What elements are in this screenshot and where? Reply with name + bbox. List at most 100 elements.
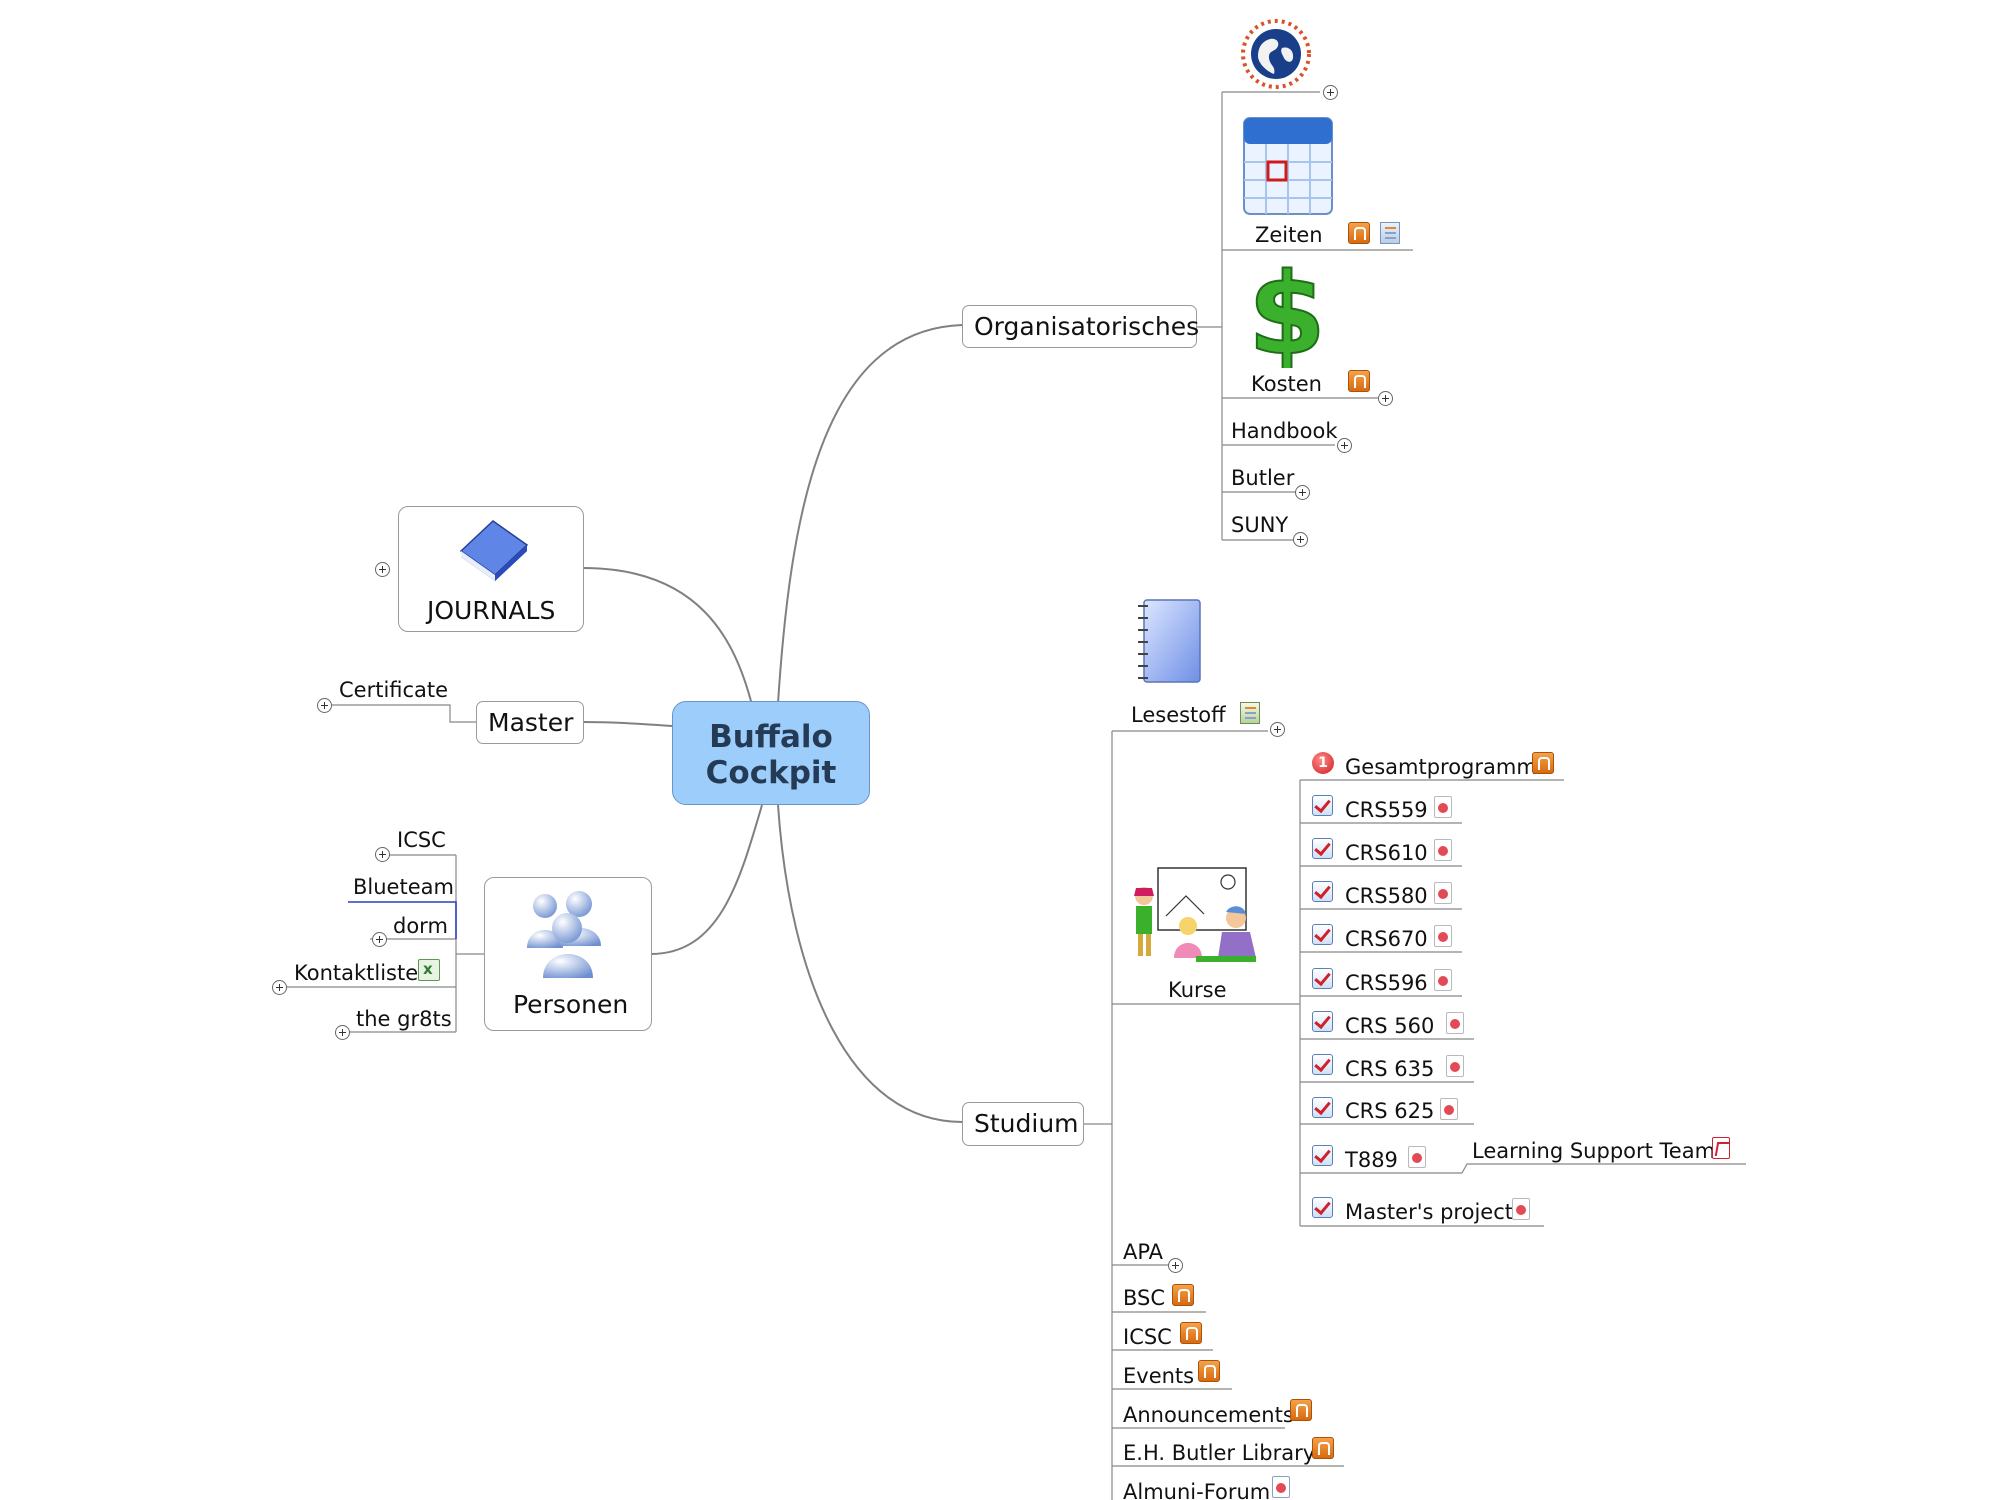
gesamtprogramm-label[interactable]: Gesamtprogramm xyxy=(1345,755,1537,779)
document-icon[interactable] xyxy=(1408,1146,1426,1168)
personen-label: Personen xyxy=(513,990,629,1019)
expand-icsc-toggle[interactable] xyxy=(375,847,390,862)
kurse-label[interactable]: Kurse xyxy=(1168,978,1227,1002)
crs559-label[interactable]: CRS559 xyxy=(1345,798,1428,822)
svg-text:$: $ xyxy=(1248,258,1326,368)
link-master xyxy=(582,721,673,727)
task-done-icon[interactable] xyxy=(1312,1145,1333,1166)
attachment-icon[interactable] xyxy=(1348,370,1370,392)
task-done-icon[interactable] xyxy=(1312,795,1333,816)
crs635-label[interactable]: CRS 635 xyxy=(1345,1057,1435,1081)
butler-label[interactable]: Butler xyxy=(1231,466,1295,490)
attachment-icon[interactable] xyxy=(1348,222,1370,244)
document-icon[interactable] xyxy=(1446,1012,1464,1034)
expand-handbook-toggle[interactable] xyxy=(1337,438,1352,453)
document-icon[interactable] xyxy=(1434,969,1452,991)
people-icon xyxy=(527,891,601,978)
master-label: Master xyxy=(488,708,574,737)
document-icon[interactable] xyxy=(1272,1476,1290,1498)
kids-drawing-icon xyxy=(1134,867,1256,962)
apa-label[interactable]: APA xyxy=(1123,1240,1164,1264)
calendar-icon xyxy=(1243,117,1333,215)
expand-apa-toggle[interactable] xyxy=(1168,1258,1183,1273)
document-icon[interactable] xyxy=(1434,796,1452,818)
task-done-icon[interactable] xyxy=(1312,1011,1333,1032)
expand-web-toggle[interactable] xyxy=(1323,85,1338,100)
node-organisatorisches[interactable]: Organisatorisches xyxy=(962,305,1200,348)
icsc-person-label[interactable]: ICSC xyxy=(397,828,446,852)
task-done-icon[interactable] xyxy=(1312,968,1333,989)
studium-label: Studium xyxy=(974,1109,1079,1138)
task-done-icon[interactable] xyxy=(1312,1197,1333,1218)
dorm-label[interactable]: dorm xyxy=(393,914,448,938)
document-icon[interactable] xyxy=(1446,1055,1464,1077)
document-icon[interactable] xyxy=(1434,839,1452,861)
crs596-label[interactable]: CRS596 xyxy=(1345,971,1428,995)
document-icon[interactable] xyxy=(1434,882,1452,904)
link-journals xyxy=(582,567,753,706)
task-done-icon[interactable] xyxy=(1312,881,1333,902)
organisatorisches-label: Organisatorisches xyxy=(974,312,1200,341)
note-icon[interactable] xyxy=(1240,702,1260,724)
attachment-icon[interactable] xyxy=(1290,1399,1312,1421)
blueteam-label[interactable]: Blueteam xyxy=(353,875,454,899)
announcements-label[interactable]: Announcements xyxy=(1123,1403,1294,1427)
events-label[interactable]: Events xyxy=(1123,1364,1195,1388)
t889-label[interactable]: T889 xyxy=(1345,1148,1398,1172)
task-done-icon[interactable] xyxy=(1312,1097,1333,1118)
expand-kontaktliste-toggle[interactable] xyxy=(272,980,287,995)
attachment-icon[interactable] xyxy=(1198,1360,1220,1382)
crs625-label[interactable]: CRS 625 xyxy=(1345,1099,1435,1123)
expand-butler-toggle[interactable] xyxy=(1295,485,1310,500)
crs670-label[interactable]: CRS670 xyxy=(1345,927,1428,951)
kontaktliste-label[interactable]: Kontaktliste xyxy=(294,961,419,985)
book-icon xyxy=(459,520,529,581)
expand-dorm-toggle[interactable] xyxy=(372,932,387,947)
task-done-icon[interactable] xyxy=(1312,1054,1333,1075)
expand-certificate-toggle[interactable] xyxy=(317,698,332,713)
task-done-icon[interactable] xyxy=(1312,838,1333,859)
expand-suny-toggle[interactable] xyxy=(1293,532,1308,547)
node-personen[interactable]: Personen xyxy=(484,877,652,1031)
pdf-icon[interactable] xyxy=(1712,1137,1730,1159)
icsc-study-label[interactable]: ICSC xyxy=(1123,1325,1172,1349)
crs610-label[interactable]: CRS610 xyxy=(1345,841,1428,865)
expand-gr8ts-toggle[interactable] xyxy=(335,1025,350,1040)
node-journals[interactable]: JOURNALS xyxy=(398,506,584,632)
gr8ts-label[interactable]: the gr8ts xyxy=(356,1007,452,1031)
expand-kosten-toggle[interactable] xyxy=(1378,391,1393,406)
node-master[interactable]: Master xyxy=(476,701,584,744)
task-done-icon[interactable] xyxy=(1312,924,1333,945)
node-studium[interactable]: Studium xyxy=(962,1102,1084,1146)
attachment-icon[interactable] xyxy=(1312,1437,1334,1459)
attachment-icon[interactable] xyxy=(1180,1322,1202,1344)
document-icon[interactable] xyxy=(1434,925,1452,947)
learning-support-team-label[interactable]: Learning Support Team xyxy=(1472,1139,1716,1163)
expand-lesestoff-toggle[interactable] xyxy=(1270,722,1285,737)
lesestoff-label[interactable]: Lesestoff xyxy=(1131,703,1226,727)
spreadsheet-icon[interactable] xyxy=(418,959,440,981)
attachment-icon[interactable] xyxy=(1172,1284,1194,1306)
www-globe-icon[interactable] xyxy=(1238,14,1318,90)
alumni-forum-label[interactable]: Almuni-Forum xyxy=(1123,1480,1271,1500)
crs560-label[interactable]: CRS 560 xyxy=(1345,1014,1435,1038)
attachment-icon[interactable] xyxy=(1532,752,1554,774)
link-personen xyxy=(650,804,763,955)
central-node[interactable]: Buffalo Cockpit xyxy=(672,701,870,805)
bsc-label[interactable]: BSC xyxy=(1123,1286,1166,1310)
masters-project-label[interactable]: Master's project xyxy=(1345,1200,1513,1224)
butler-library-label[interactable]: E.H. Butler Library xyxy=(1123,1441,1316,1465)
crs580-label[interactable]: CRS580 xyxy=(1345,884,1428,908)
certificate-label[interactable]: Certificate xyxy=(339,678,449,702)
handbook-label[interactable]: Handbook xyxy=(1231,419,1338,443)
journals-label: JOURNALS xyxy=(427,596,556,625)
document-icon[interactable] xyxy=(1440,1098,1458,1120)
note-icon[interactable] xyxy=(1380,222,1400,244)
document-icon[interactable] xyxy=(1512,1198,1530,1220)
expand-journals-toggle[interactable] xyxy=(375,562,390,577)
zeiten-label[interactable]: Zeiten xyxy=(1255,223,1323,247)
suny-label[interactable]: SUNY xyxy=(1231,513,1289,537)
kosten-label[interactable]: Kosten xyxy=(1251,372,1322,396)
